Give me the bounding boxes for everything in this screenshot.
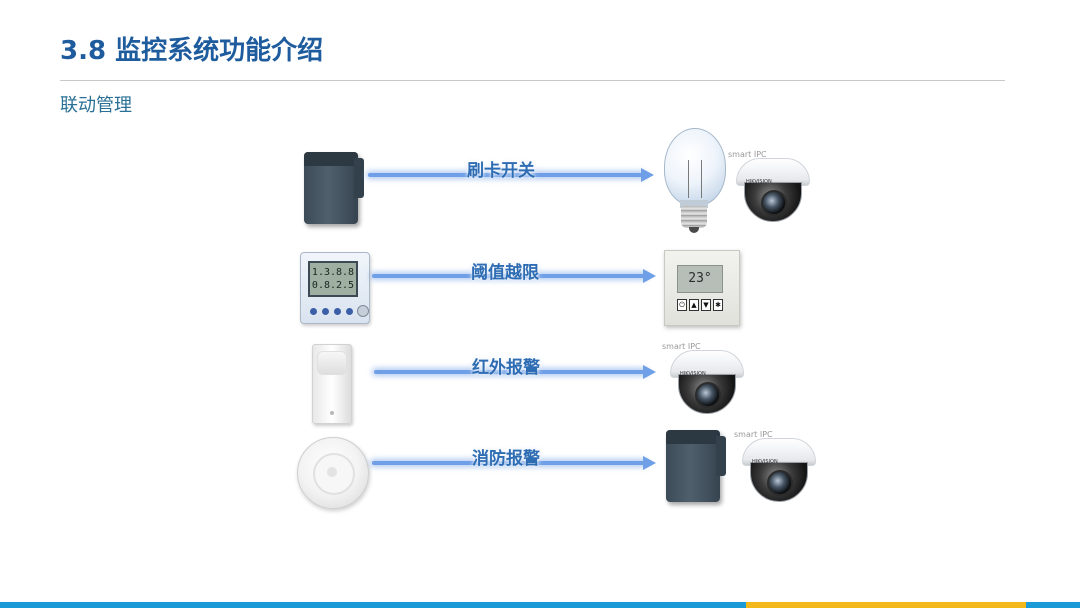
dome-camera-icon: smart IPC HIKVISION [734,430,816,502]
linkage-label-3: 红外报警 [472,358,540,378]
linkage-label-1: 刷卡开关 [467,161,535,181]
slide-title: 3.8 监控系统功能介绍 [60,36,324,66]
smoke-detector-icon [297,437,369,509]
section-subtitle: 联动管理 [60,95,132,116]
footer-band-yellow [746,602,1026,608]
linkage-arrow-4 [372,455,656,471]
pir-sensor-icon [312,344,352,424]
dome-camera-icon: smart IPC HIKVISION [662,342,744,414]
card-reader-icon [304,152,364,224]
linkage-arrow-2 [372,268,656,284]
linkage-arrow-1 [368,167,654,183]
footer-band-blue [0,602,746,608]
thermostat-panel-icon: 23° ⏻▲▼✱ [664,250,740,326]
dome-camera-icon: smart IPC HIKVISION [728,150,810,222]
card-reader-icon [666,430,726,502]
footer-band-blue-right [1026,602,1080,608]
linkage-label-2: 阈值越限 [471,263,539,283]
linkage-arrow-3 [374,364,656,380]
title-divider [60,80,1005,81]
linkage-label-4: 消防报警 [472,449,540,469]
